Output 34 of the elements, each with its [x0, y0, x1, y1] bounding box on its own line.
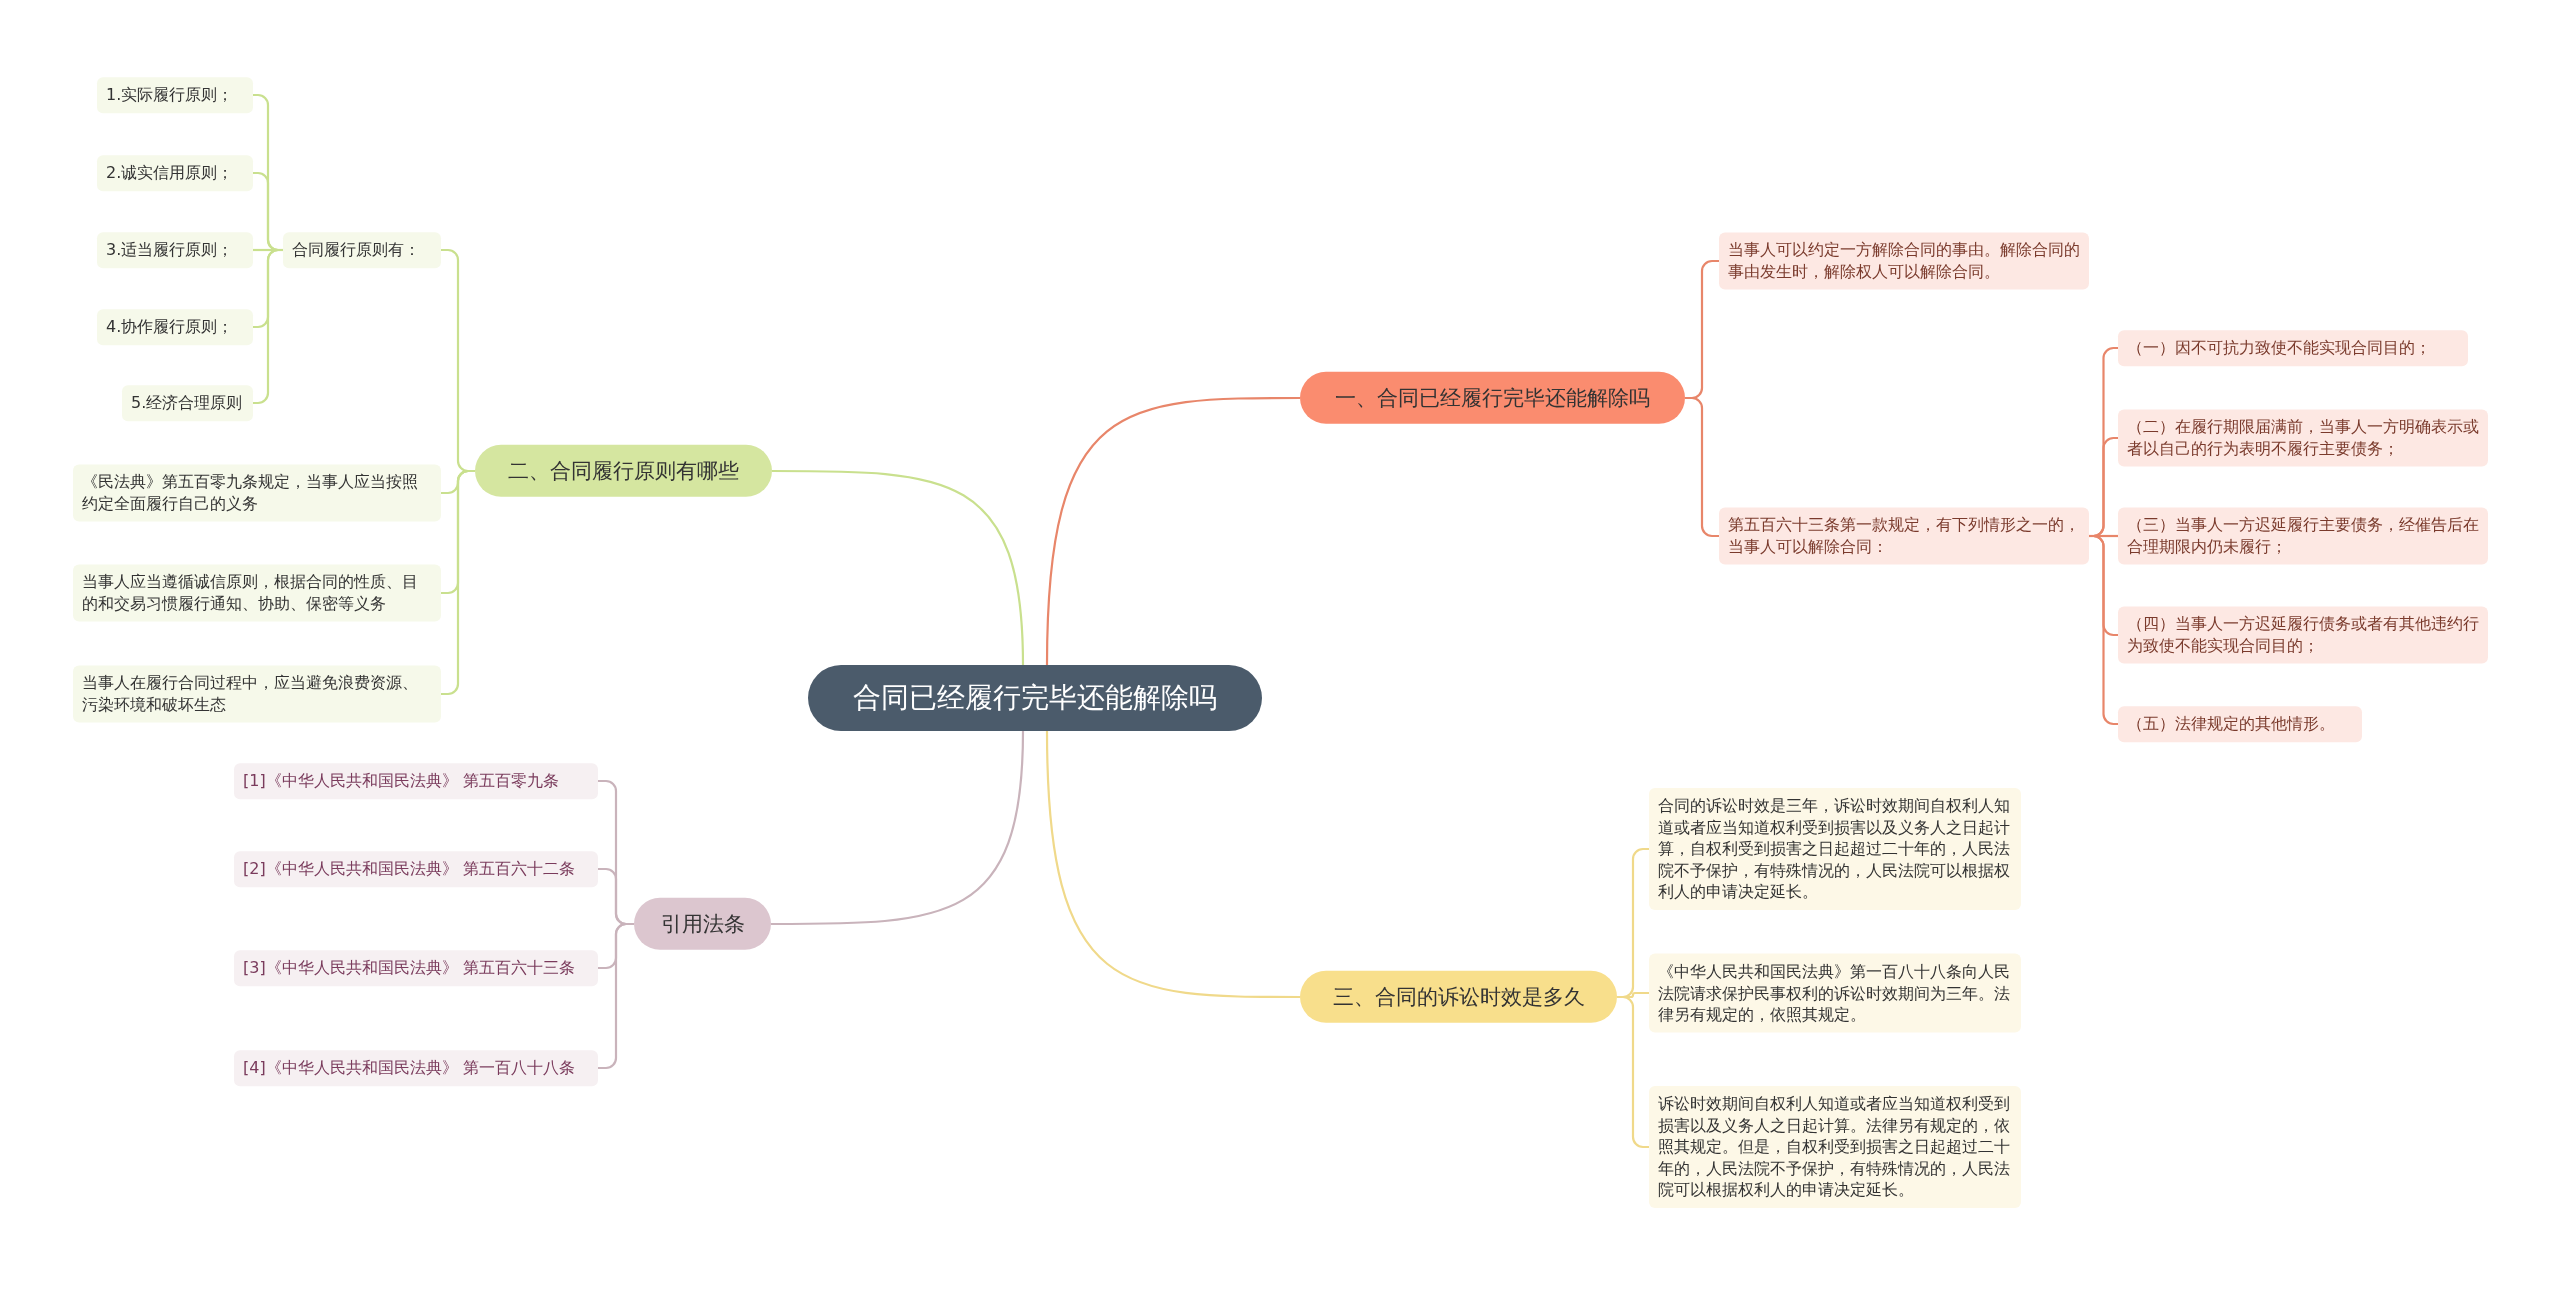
topic-card: 诉讼时效期间自权利人知道或者应当知道权利受到损害以及义务人之日起计算。法律另有规定的，依照其规定。但是，自权利受到损害之日起超过二十年的，人民法院不予保护，有特殊情况的，人民法院可以根据权利人的申请决定延长。 [1649, 1086, 2021, 1208]
connector-line [771, 730, 1025, 926]
topic-card: 第五百六十三条第一款规定，有下列情形之一的，当事人可以解除合同： [1719, 507, 2089, 565]
topic-card: （一）因不可抗力致使不能实现合同目的； [2118, 330, 2468, 366]
topic-card: 1.实际履行原则； [97, 77, 253, 113]
connector-line [253, 248, 283, 405]
topic-card: 合同履行原则有： [283, 232, 441, 268]
topic-card: [3]《中华人民共和国民法典》 第五百六十三条 [234, 950, 598, 986]
topic-card: [4]《中华人民共和国民法典》 第一百八十八条 [234, 1050, 598, 1086]
central-topic: 合同已经履行完毕还能解除吗 [808, 665, 1262, 731]
topic-card: [2]《中华人民共和国民法典》 第五百六十二条 [234, 851, 598, 887]
connector-line [1045, 396, 1300, 666]
topic-card: 《民法典》第五百零九条规定，当事人应当按照约定全面履行自己的义务 [73, 464, 441, 522]
topic-card: （五）法律规定的其他情形。 [2118, 706, 2362, 742]
branch-topic: 二、合同履行原则有哪些 [475, 444, 772, 498]
topic-card: 5.经济合理原则 [122, 385, 253, 421]
topic-card: （四）当事人一方迟延履行债务或者有其他违约行为致使不能实现合同目的； [2118, 606, 2488, 664]
connector-line [772, 469, 1025, 666]
topic-card: 当事人可以约定一方解除合同的事由。解除合同的事由发生时，解除权人可以解除合同。 [1719, 232, 2089, 290]
connector-line [1045, 730, 1300, 999]
topic-card: [1]《中华人民共和国民法典》 第五百零九条 [234, 763, 598, 799]
topic-card: 3.适当履行原则； [97, 232, 253, 268]
connector-line [598, 922, 634, 1070]
branch-topic: 一、合同已经履行完毕还能解除吗 [1300, 371, 1685, 425]
branch-topic: 引用法条 [634, 897, 771, 951]
topic-card: 4.协作履行原则； [97, 309, 253, 345]
topic-card: 合同的诉讼时效是三年，诉讼时效期间自权利人知道或者应当知道权利受到损害以及义务人之日起计算，自权利受到损害之日起超过二十年的，人民法院不予保护，有特殊情况的，人民法院可以根据权利人的申请决定延长。 [1649, 788, 2021, 910]
topic-card: （三）当事人一方迟延履行主要债务，经催告后在合理期限内仍未履行； [2118, 507, 2488, 565]
topic-card: 当事人在履行合同过程中，应当避免浪费资源、污染环境和破坏生态 [73, 665, 441, 723]
topic-card: 当事人应当遵循诚信原则，根据合同的性质、目的和交易习惯履行通知、协助、保密等义务 [73, 564, 441, 622]
topic-card: （二）在履行期限届满前，当事人一方明确表示或者以自己的行为表明不履行主要债务； [2118, 409, 2488, 467]
topic-card: 2.诚实信用原则； [97, 155, 253, 191]
topic-card: 《中华人民共和国民法典》第一百八十八条向人民法院请求保护民事权利的诉讼时效期间为三年。法律另有规定的，依照其规定。 [1649, 953, 2021, 1033]
branch-topic: 三、合同的诉讼时效是多久 [1300, 970, 1617, 1024]
